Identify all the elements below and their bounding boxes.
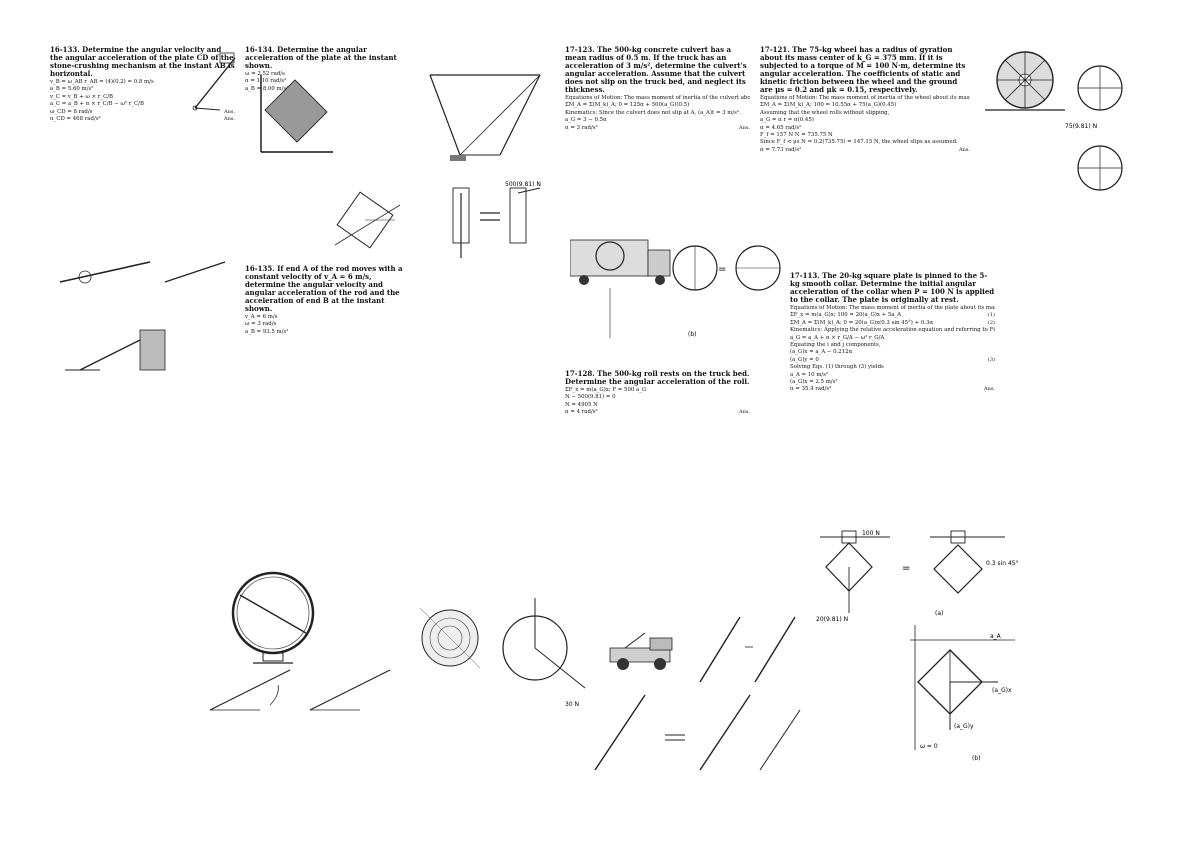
figure-caption: (b) (688, 331, 697, 338)
roll-force-figure: 30 N (419, 598, 586, 708)
equation-line: a_A = 10 m/s² (790, 371, 829, 378)
equation-line: α = 7.73 rad/s² Ans. (760, 146, 970, 153)
problem-heading: 16-135. If end A of the rod moves with a… (245, 265, 403, 313)
equation-line: a_B = 93.5 m/s² (245, 328, 289, 335)
equation-number: (3) (987, 356, 995, 363)
equation-number: (1) (987, 312, 995, 319)
acceleration-label: (a_G)y (954, 723, 974, 730)
force-label: 30 N (565, 701, 579, 708)
dimension-label: 0.3 sin 45° (986, 560, 1019, 567)
weight-label: 20(9.81) N (816, 616, 848, 623)
equation-line: α = 4.65 rad/s² (760, 124, 802, 131)
equation-line: v_B = ω_AB r_AB = (4)(0.2) = 0.8 m/s (50, 79, 154, 85)
equation-line: ΣM_A = Σ(M_k)_A; 0 = 20(a_G)x(0.3 sin 45… (790, 319, 995, 326)
square-plate-fbd-figure: 100 N 20(9.81) N = 0.3 sin 45° (a) (816, 530, 1019, 623)
equation-line: v_C = v_B + ω × r_C/B (50, 93, 113, 100)
equation-line: (a_G)y = 0 (3) (790, 356, 995, 363)
equation-line: Solving Eqs. (1) through (3) yields (790, 364, 884, 371)
column-problem-16-134: 16-134. Determine the angular accelerati… (245, 46, 410, 266)
equation-line: a_C = a_B + α × r_C/B − ω² r_C/B (50, 101, 144, 108)
column-problem-17-113: 17-113. The 20-kg square plate is pinned… (790, 272, 995, 517)
equation-line: Equations of Motion: The mass moment of … (760, 95, 970, 101)
circular-frame-figure (231, 571, 315, 664)
equation-line: α = 35.4 rad/s² Ans. (790, 386, 995, 393)
truck-culvert-figure: = (b) (570, 239, 781, 338)
equals-sign: = (718, 264, 726, 275)
acceleration-label: (a_G)x (992, 687, 1012, 694)
pickup-truck-figure (609, 632, 673, 670)
problem-heading: 17-121. The 75-kg wheel has a radius of … (760, 46, 966, 94)
equation-line: Equating the i and j components, (790, 342, 881, 349)
equation-line: a_G = α r = α(0.45) (760, 117, 814, 124)
equation-line: a_B = 5.60 m/s² (50, 86, 94, 93)
column-problem-16-135: 16-135. If end A of the rod moves with a… (245, 265, 410, 565)
equation-line: F_f = 157 N N = 735.75 N (760, 132, 833, 139)
rod-vector-diagram (209, 669, 391, 711)
equation-line: Kinematics: Applying the relative accele… (790, 327, 995, 334)
equation-line: ΣM_A = Σ(M_k)_A; 0 = 125α + 500(a_G)(0.5… (565, 102, 690, 109)
equation-line: Assuming that the wheel rolls without sl… (760, 109, 890, 116)
figure-caption: (a) (935, 610, 943, 617)
inclined-plate-figure (699, 616, 796, 683)
equation-line: ΣM_A = Σ(M_k)_A; 100 = 10.55α + 75(a_G)(… (760, 102, 897, 109)
answer-label: Ans. (739, 409, 750, 416)
truss-figure (429, 74, 541, 161)
answer-label: Ans. (739, 124, 750, 131)
equation-line: ω = 2.52 rad/s (245, 71, 285, 77)
equation-line: α = 4 rad/s² Ans. (565, 409, 750, 416)
problem-heading: 17-113. The 20-kg square plate is pinned… (790, 272, 995, 304)
weight-label: 500(9.81) N (505, 181, 541, 188)
equation-line: ω_CD = 8 rad/s Ans. (50, 108, 235, 115)
equation-line: a_B = 8.00 m/s² (245, 85, 289, 92)
equation-line: Kinematics: Since the culvert does not s… (565, 109, 741, 116)
column-problem-17-121: 17-121. The 75-kg wheel has a radius of … (760, 46, 970, 266)
equation-line: Equations of Motion: The mass moment of … (565, 95, 750, 101)
equation-line: N − 500(9.81) = 0 (565, 394, 616, 401)
wheel-fbd-figure: 75(9.81) N (1065, 65, 1123, 191)
linkage-figure (334, 191, 401, 249)
answer-label: Ans. (984, 386, 995, 393)
problem-heading: 17-128. The 500-kg roll rests on the tru… (565, 370, 750, 386)
answer-label: Ans. (224, 108, 235, 115)
equation-line: ΣF_x = m(a_G)x; F = 500 a_G (565, 387, 647, 393)
equation-line: Since F_f < μs N = 0.2(735.75) = 147.15 … (760, 139, 958, 146)
mechanism-figure (192, 52, 236, 111)
omega-label: ω = 0 (920, 743, 938, 750)
equation-line: a_G = a_A + α × r_G/A − ω² r_G/A (790, 334, 885, 341)
equation-line: a_G = 3 − 0.5α (565, 117, 607, 124)
equation-line: α_CD = 468 rad/s² Ans. (50, 116, 235, 123)
equation-line: (a_G)x = 2.5 m/s² (790, 379, 838, 386)
wall-bracket-figure (65, 329, 166, 371)
equation-line: Equations of Motion: The mass moment of … (790, 305, 995, 311)
column-problem-16-133: 16-133. Determine the angular velocity a… (50, 46, 235, 666)
answer-label: Ans. (959, 146, 970, 153)
problem-heading: 16-133. Determine the angular velocity a… (50, 46, 235, 78)
equation-line: ω = 3 rad/s (245, 321, 277, 328)
equals-sign: = (902, 563, 910, 574)
inclined-fbd-figure (594, 694, 801, 771)
answer-label: Ans. (224, 116, 235, 123)
equation-line: N = 4905 N (565, 401, 598, 408)
column-problem-17-123: 17-123. The 500-kg concrete culvert has … (565, 46, 750, 246)
rod-diagram (59, 261, 226, 284)
figure-caption: (b) (972, 755, 981, 762)
equation-line: α = 3 rad/s² Ans. (565, 124, 750, 131)
problem-heading: 16-134. Determine the angular accelerati… (245, 46, 397, 70)
tilted-plate-figure (260, 75, 333, 153)
force-label: 100 N (862, 530, 880, 537)
equation-number: (2) (987, 319, 995, 326)
equation-line: (a_G)x = a_A − 0.212α (790, 349, 853, 356)
weight-label: 75(9.81) N (1065, 123, 1097, 130)
wheel-figure (985, 51, 1065, 111)
kinematics-diagram-figure: a_A (a_G)x (a_G)y ω = 0 (b) (910, 625, 1015, 762)
equation-line: ΣF_x = m(a_G)x; 100 = 20(a_G)x + 5a_A (1… (790, 312, 995, 319)
acceleration-label: a_A (990, 633, 1002, 640)
problem-heading: 17-123. The 500-kg concrete culvert has … (565, 46, 747, 94)
equation-line: v_A = 6 m/s (245, 314, 278, 320)
column-problem-17-128: 17-128. The 500-kg roll rests on the tru… (565, 370, 750, 590)
rod-fbd-figure: 500(9.81) N (452, 181, 541, 258)
equation-line: α = 1.10 rad/s² (245, 78, 287, 85)
